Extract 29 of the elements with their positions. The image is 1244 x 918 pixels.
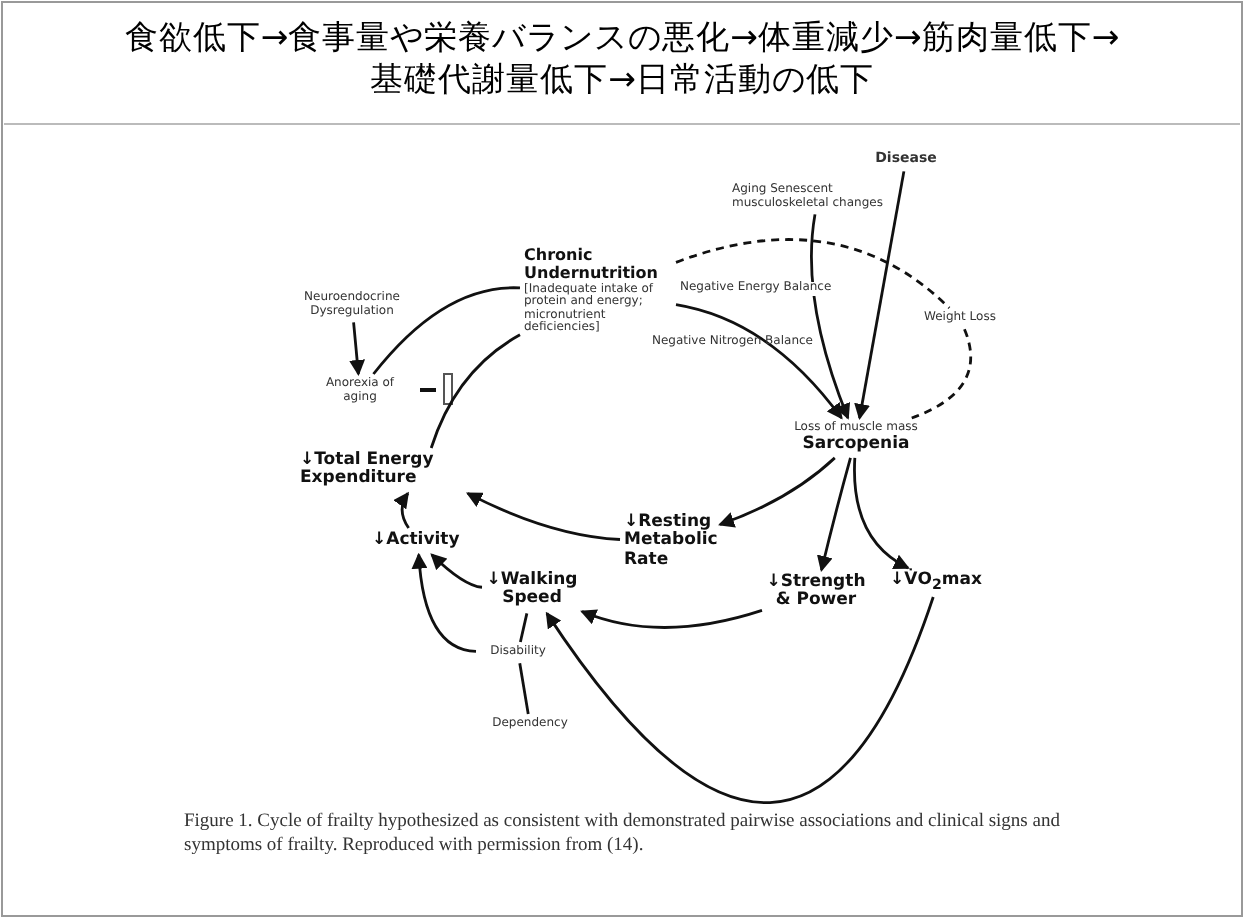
node-label: ↓V̇O$_{2}$max (890, 572, 984, 593)
node-label: ↓Total Energy Expenditure (300, 452, 436, 490)
arrow (580, 608, 763, 629)
caption: Figure 1. Cycle of frailty hypothesized as consistent with demonstrated pairwise associations and clinical signs and symptoms of frailty. Reproduced with permission from (14). (184, 810, 1062, 858)
arrow (854, 171, 906, 420)
connector-line (372, 286, 520, 375)
node-heading: Sarcopenia (800, 435, 912, 454)
node-label: ↓Activity (372, 532, 462, 551)
node-label: ↓Strength & Power (766, 574, 866, 612)
node-label: ↓Walking Speed (486, 572, 578, 610)
arrow (545, 596, 935, 804)
connector-line (429, 333, 521, 449)
arrow (810, 214, 851, 420)
arrow (853, 457, 910, 570)
arrow (675, 303, 843, 420)
arrow (349, 322, 366, 376)
arrow (817, 457, 852, 572)
title: 食欲低下→食事量や栄養バランスの悪化→体重減少→筋肉量低下→基礎代謝量低下→日常活動の低下 (122, 16, 1122, 100)
arrow (393, 491, 410, 529)
connector-line (911, 328, 973, 420)
arrow (411, 552, 477, 653)
connector-line (519, 613, 529, 643)
arrow (466, 492, 621, 541)
node-heading: Chronic Undernutrition (524, 248, 660, 283)
arrow (430, 553, 483, 589)
arrow (718, 456, 836, 528)
connector-line (675, 238, 951, 310)
connector-line (518, 662, 530, 715)
node-label: ↓Resting Metabolic Rate (624, 514, 716, 571)
